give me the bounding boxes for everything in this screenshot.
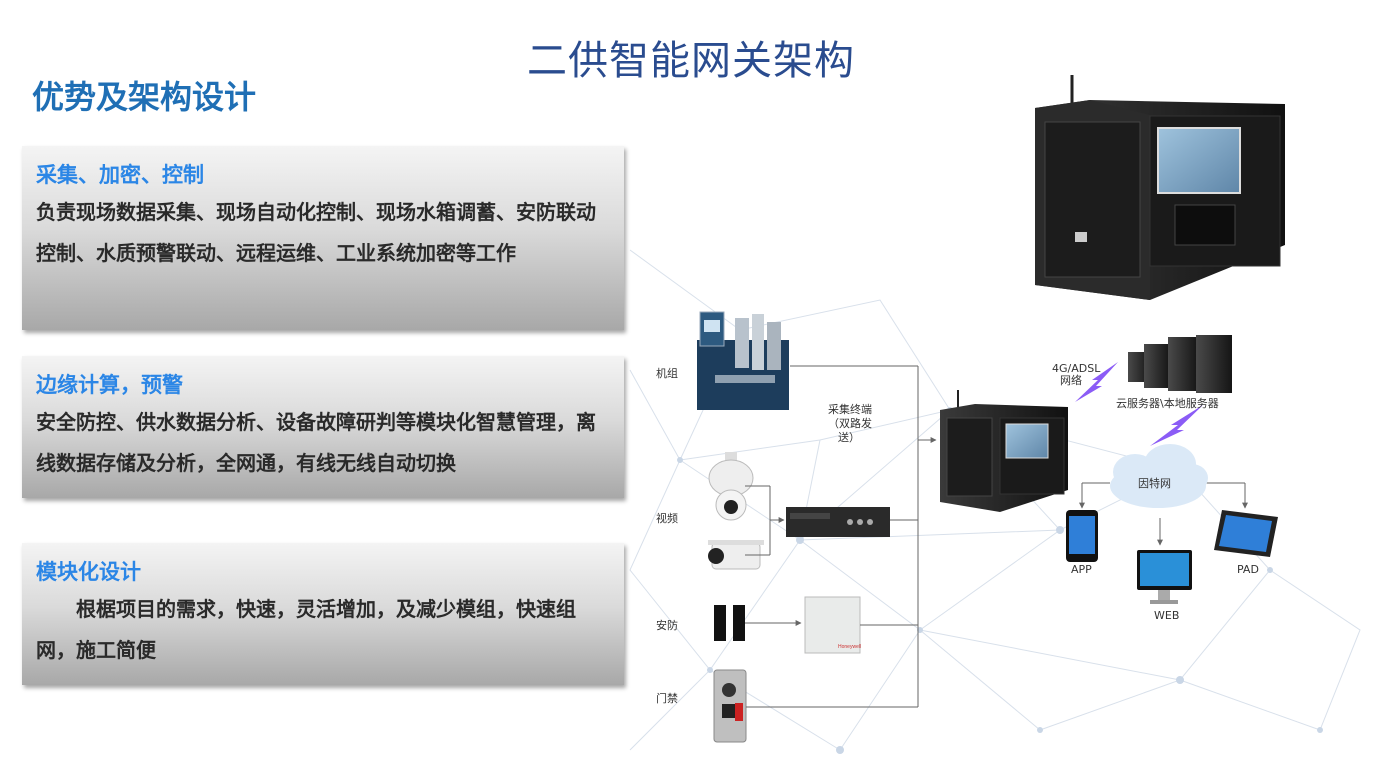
video-label: 视频	[656, 511, 678, 525]
nvr-recorder-image	[786, 507, 890, 537]
internet-label: 因特网	[1138, 476, 1171, 490]
web-label: WEB	[1154, 609, 1179, 622]
page-title: 二供智能网关架构	[527, 38, 855, 84]
wireless-lightning-icon	[1075, 362, 1118, 402]
terminal-label-line1: 采集终端	[828, 402, 872, 416]
server-racks	[1128, 335, 1232, 393]
alarm-panel-image: Honeywell	[804, 596, 861, 654]
phone-icon	[1066, 510, 1098, 562]
card-body: 负责现场数据采集、现场自动化控制、现场水箱调蓄、安防联动控制、水质预警联动、远程…	[36, 200, 596, 265]
infrared-beam-detector-image	[714, 605, 745, 641]
alarm-brand-text: Honeywell	[838, 644, 861, 650]
security-label: 安防	[656, 618, 678, 632]
dome-camera-image	[708, 452, 754, 521]
feature-card-modular: 模块化设计 根椐项目的需求，快速，灵活增加，及减少模组，快速组网，施工简便	[22, 543, 624, 685]
internet-cloud-icon	[1110, 444, 1208, 508]
app-label: APP	[1071, 563, 1092, 576]
wireless-lightning-icon	[1150, 405, 1203, 446]
network-label-line1: 4G/ADSL	[1052, 362, 1101, 375]
tablet-icon	[1214, 510, 1278, 557]
access-label: 门禁	[656, 691, 678, 705]
network-background	[629, 249, 1361, 754]
card-body: 根椐项目的需求，快速，灵活增加，及减少模组，快速组网，施工简便	[36, 597, 576, 662]
gateway-cabinet-small	[940, 390, 1068, 512]
card-title: 采集、加密、控制	[36, 163, 204, 187]
card-title: 边缘计算，预警	[36, 373, 183, 397]
pad-label: PAD	[1237, 563, 1259, 576]
section-subtitle: 优势及架构设计	[32, 78, 257, 116]
feature-card-edge-computing: 边缘计算，预警 安全防控、供水数据分析、设备故障研判等模块化智慧管理，离线数据存…	[22, 356, 624, 498]
unit-label: 机组	[656, 366, 678, 380]
terminal-label-line2: （双路发	[828, 416, 872, 430]
feature-card-collection: 采集、加密、控制 负责现场数据采集、现场自动化控制、现场水箱调蓄、安防联动控制、…	[22, 146, 624, 330]
monitor-icon	[1137, 550, 1192, 604]
gateway-cabinet-large	[1035, 75, 1285, 300]
pump-unit-image	[697, 311, 789, 410]
card-body: 安全防控、供水数据分析、设备故障研判等模块化智慧管理，离线数据存储及分析，全网通…	[36, 410, 596, 475]
network-label-line2: 网络	[1060, 373, 1082, 387]
card-title: 模块化设计	[36, 560, 141, 584]
terminal-label-line3: 送）	[838, 430, 860, 444]
bullet-camera-image	[708, 540, 764, 570]
server-label: 云服务器\本地服务器	[1116, 396, 1219, 410]
access-control-terminal-image	[713, 669, 747, 743]
